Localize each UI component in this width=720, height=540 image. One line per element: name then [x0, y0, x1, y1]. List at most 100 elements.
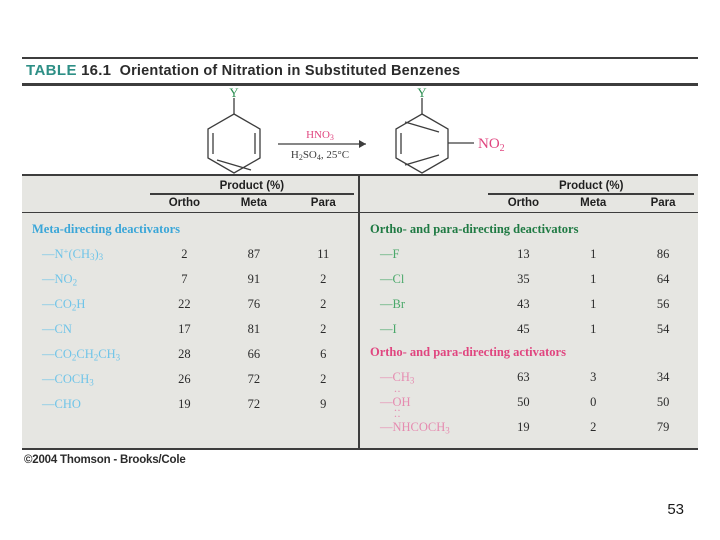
cell-ortho: 43 — [517, 297, 530, 311]
cell-meta: 1 — [590, 322, 597, 336]
cell-meta: 66 — [247, 347, 261, 361]
cell-meta: 87 — [247, 247, 261, 261]
table-row: —CN 17 81 2 — [22, 317, 358, 342]
cell-ortho: 22 — [178, 297, 191, 311]
left-header-meta: Meta — [240, 196, 267, 209]
cell-para: 79 — [656, 420, 670, 434]
right-header-meta: Meta — [580, 196, 607, 209]
reaction-arrow — [278, 140, 366, 148]
table-row: —I 45 1 54 — [360, 317, 698, 342]
reagent-bottom-label: H2SO4, 25°C — [291, 149, 349, 162]
table-row: —Cl 35 1 64 — [360, 267, 698, 292]
cell-meta: 3 — [590, 370, 597, 384]
right-header-para: Para — [650, 196, 676, 209]
left-rows: Meta-directing deactivators —N+(CH3)3 2 … — [22, 213, 358, 425]
page-title: TABLE 16.1 Orientation of Nitration in S… — [26, 62, 694, 79]
cell-para: 2 — [320, 272, 327, 286]
cell-para: 11 — [317, 247, 330, 261]
cell-meta: 76 — [247, 297, 261, 311]
title-top-rule — [22, 57, 698, 59]
row-label-coch3: —COCH3 — [42, 371, 94, 388]
cell-ortho: 35 — [517, 272, 530, 286]
row-label-co2ch2ch3: —CO2CH2CH3 — [42, 346, 121, 363]
cell-para: 6 — [320, 347, 327, 361]
cell-ortho: 50 — [517, 395, 530, 409]
table-row: —NHCOCH3 19 2 79 — [360, 415, 698, 440]
left-header-ortho: Ortho — [168, 196, 201, 209]
reactant-substituent-label: Y — [229, 86, 239, 100]
product-structure — [395, 98, 474, 174]
row-label-cho: —CHO — [42, 397, 81, 411]
left-table: Product (%) Ortho Meta Para Meta-directi… — [22, 176, 360, 448]
cell-meta: 0 — [590, 395, 597, 409]
table-row: —F 13 1 86 — [360, 242, 698, 267]
cell-ortho: 17 — [178, 322, 191, 336]
cell-ortho: 7 — [181, 272, 188, 286]
cell-ortho: 19 — [178, 397, 191, 411]
title-bottom-rule — [22, 83, 698, 86]
table-row: —CH3 63 3 34 — [360, 365, 698, 390]
cell-meta: 1 — [590, 272, 597, 286]
reactant-structure — [207, 98, 261, 174]
left-column-headers: Ortho Meta Para — [22, 195, 358, 212]
table-row: —OH 50 0 50 — [360, 390, 698, 415]
table-row: —CO2H 22 76 2 — [22, 292, 358, 317]
reagent-top-label: HNO3 — [306, 129, 334, 142]
row-label-cn: —CN — [42, 322, 72, 336]
cell-para: 2 — [320, 372, 327, 386]
cell-ortho: 13 — [517, 247, 530, 261]
right-product-span-header: Product (%) — [558, 180, 624, 192]
row-label-oh: —OH — [360, 395, 488, 410]
row-label-nme3: —N+(CH3)3 — [42, 246, 104, 263]
cell-ortho: 63 — [517, 370, 530, 384]
row-label-co2h: —CO2H — [42, 296, 86, 313]
cell-meta: 2 — [590, 420, 597, 434]
cell-meta: 72 — [247, 397, 261, 411]
table-caption: Orientation of Nitration in Substituted … — [119, 63, 461, 79]
cell-meta: 91 — [247, 272, 261, 286]
row-label-nhcoch3: —NHCOCH3 — [360, 420, 488, 435]
left-header-para: Para — [310, 196, 336, 209]
section-title-ortho-para-directing-deactivators: Ortho- and para-directing deactivators — [370, 222, 579, 236]
left-header-bottom-rule — [22, 211, 358, 213]
page-number: 53 — [667, 501, 684, 518]
cell-para: 50 — [656, 395, 670, 409]
cell-para: 54 — [656, 322, 670, 336]
cell-para: 2 — [320, 322, 327, 336]
cell-ortho: 26 — [178, 372, 191, 386]
row-label-no2: —NO2 — [42, 271, 78, 288]
right-column-headers: Ortho Meta Para — [360, 195, 698, 212]
table-label: TABLE — [26, 62, 77, 79]
left-span-rule — [149, 193, 354, 195]
right-table: Product (%) Ortho Meta Para Ortho- and p… — [360, 176, 698, 448]
cell-meta: 1 — [590, 247, 597, 261]
cell-meta: 1 — [590, 297, 597, 311]
row-label-ch3: —CH3 — [380, 369, 415, 386]
reaction-scheme: Y HNO3 H2SO4, 25°C Y NO2 — [22, 86, 698, 174]
table-row: —CHO 19 72 9 — [22, 392, 358, 417]
section-title-ortho-para-directing-activators: Ortho- and para-directing activators — [370, 345, 566, 359]
left-header-spacer — [22, 197, 150, 209]
row-label-br: —Br — [380, 297, 405, 311]
section-title-meta-directing-deactivators: Meta-directing deactivators — [32, 222, 180, 236]
table-figure: TABLE 16.1 Orientation of Nitration in S… — [22, 57, 698, 466]
cell-para: 64 — [656, 272, 670, 286]
product-substituent-label: Y — [417, 86, 427, 100]
cell-para: 2 — [320, 297, 327, 311]
table-row: —N+(CH3)3 2 87 11 — [22, 242, 358, 267]
data-panel: Product (%) Ortho Meta Para Meta-directi… — [22, 174, 698, 450]
cell-para: 34 — [656, 370, 670, 384]
left-product-span-header: Product (%) — [219, 180, 285, 192]
copyright-credit: ©2004 Thomson - Brooks/Cole — [24, 454, 186, 466]
cell-ortho: 45 — [517, 322, 530, 336]
cell-para: 86 — [656, 247, 670, 261]
right-header-spacer — [360, 197, 488, 209]
cell-ortho: 28 — [178, 347, 191, 361]
right-rows: Ortho- and para-directing deactivators —… — [360, 213, 698, 448]
table-row: —Br 43 1 56 — [360, 292, 698, 317]
cell-para: 56 — [656, 297, 670, 311]
reaction-scheme-svg: Y HNO3 H2SO4, 25°C Y NO2 — [207, 86, 505, 174]
cell-para: 9 — [320, 397, 327, 411]
cell-meta: 72 — [247, 372, 261, 386]
